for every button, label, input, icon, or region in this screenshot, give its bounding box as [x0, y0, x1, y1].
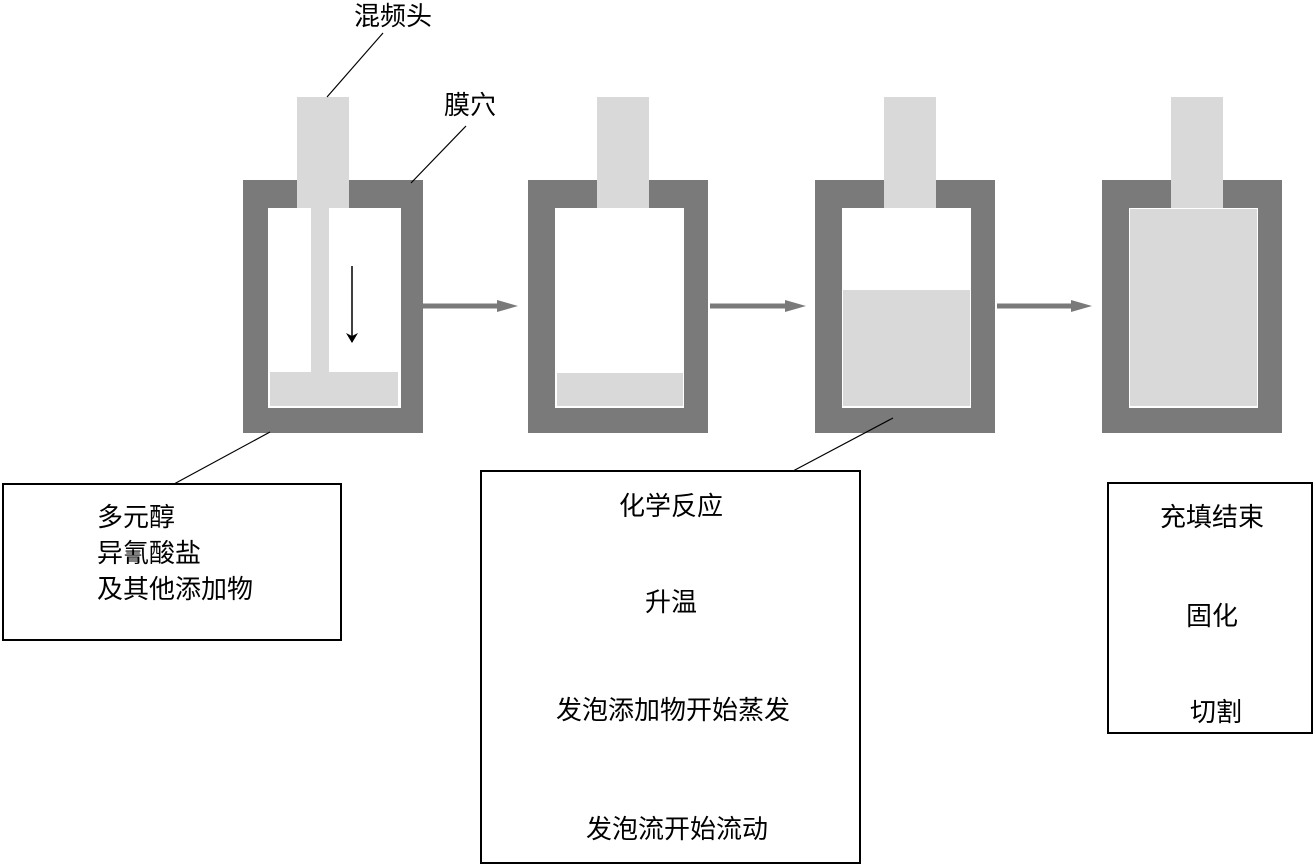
- reaction-step: 化学反应: [618, 492, 724, 522]
- process-arrow: [423, 300, 518, 312]
- process-arrow: [710, 300, 806, 312]
- reaction-box: 化学反应 升温 发泡添加物开始蒸发 发泡流开始流动: [480, 470, 861, 864]
- reaction-step: 升温: [644, 588, 698, 618]
- mixing-head: [297, 97, 349, 208]
- injection-stream: [311, 208, 329, 376]
- materials-line: 多元醇: [97, 503, 176, 533]
- liquid-layer: [557, 373, 683, 406]
- mold-stage-3: [815, 97, 995, 433]
- process-arrow: [997, 300, 1092, 312]
- reaction-leader: [792, 417, 894, 472]
- finish-box: 充填结束 固化 切割: [1107, 482, 1313, 734]
- finish-step: 切割: [1189, 698, 1243, 728]
- materials-leader: [173, 431, 271, 485]
- materials-line: 异氰酸盐: [97, 539, 202, 569]
- mold-stage-1: [243, 97, 423, 433]
- mixing-head: [597, 97, 649, 208]
- mixing-head-label: 混频头: [354, 2, 433, 32]
- mixing-head: [884, 97, 936, 208]
- finish-step: 充填结束: [1159, 503, 1265, 533]
- finish-step: 固化: [1185, 602, 1239, 632]
- filled-foam: [1130, 209, 1257, 406]
- rising-foam: [843, 290, 970, 406]
- mold-stage-2: [528, 97, 708, 433]
- mixing-head: [1171, 97, 1223, 208]
- liquid-layer: [270, 372, 398, 406]
- mold-stage-4: [1102, 97, 1282, 433]
- mold-cavity-label: 膜穴: [444, 91, 497, 121]
- materials-box: 多元醇 异氰酸盐 及其他添加物: [2, 483, 342, 641]
- mixing-head-leader: [326, 32, 384, 98]
- materials-line: 及其他添加物: [97, 575, 254, 605]
- reaction-step: 发泡流开始流动: [585, 815, 769, 845]
- mold-cavity-leader: [410, 125, 467, 184]
- reaction-step: 发泡添加物开始蒸发: [555, 696, 791, 726]
